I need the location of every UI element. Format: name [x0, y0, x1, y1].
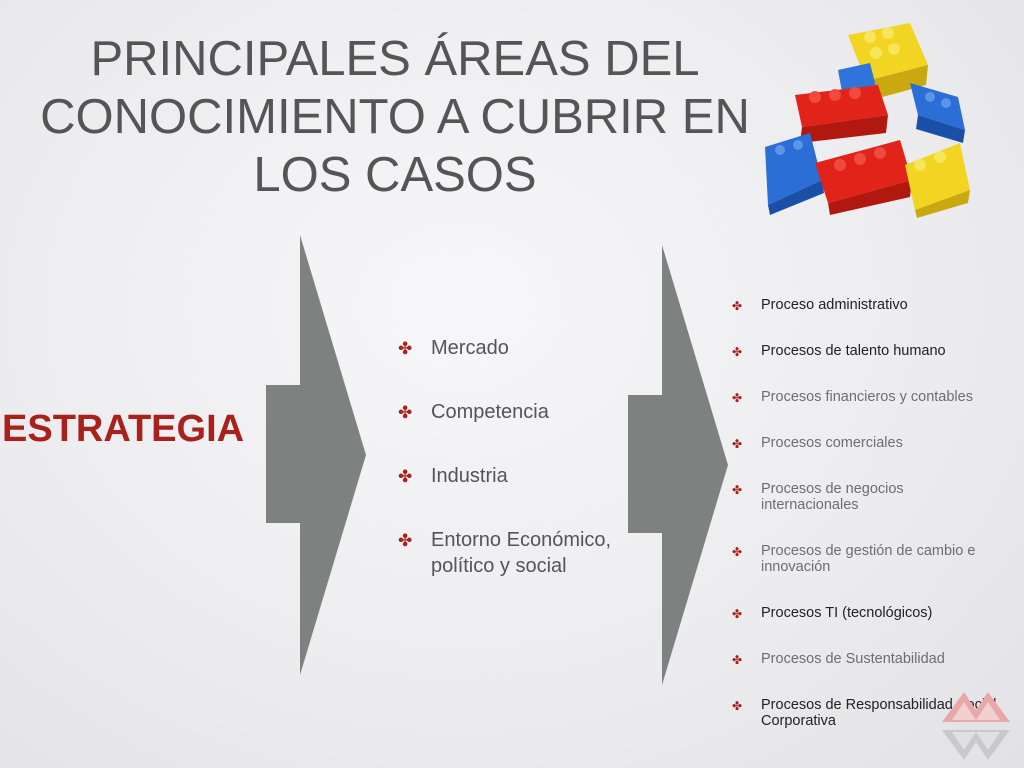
market-factors-list: ✤ Mercado ✤ Competencia ✤ Industria ✤ Entorn…	[398, 335, 618, 617]
list-item-text: Procesos de gestión de cambio e innovaci…	[761, 543, 976, 575]
strategy-label: ESTRATEGIA	[2, 408, 245, 450]
list-item: ✤ Proceso administrativo	[732, 297, 1004, 313]
list-item: ✤ Procesos de negocios internacionales	[732, 481, 1004, 513]
arrow-shape	[628, 245, 728, 685]
bullet-icon: ✤	[732, 345, 743, 359]
list-item: ✤ Mercado	[398, 335, 618, 361]
list-item: ✤ Procesos de gestión de cambio e innovac…	[732, 543, 1004, 575]
bullet-icon: ✤	[732, 437, 743, 451]
bullet-icon: ✤	[398, 531, 413, 550]
list-item-text: Procesos de talento humano	[761, 343, 946, 359]
list-item-text: Procesos TI (tecnológicos)	[761, 605, 933, 621]
yellow-brick	[905, 143, 970, 218]
red-brick	[815, 140, 912, 215]
list-item-text: Procesos de Responsabilidad Social Corpo…	[761, 697, 997, 729]
list-item-text: Procesos comerciales	[761, 435, 903, 451]
bullet-icon: ✤	[398, 339, 413, 358]
list-item: ✤ Industria	[398, 463, 618, 489]
list-item: ✤ Procesos TI (tecnológicos)	[732, 605, 1004, 621]
list-item: ✤ Procesos financieros y contables	[732, 389, 1004, 405]
process-areas-list: ✤ Proceso administrativo ✤ Procesos de tal…	[732, 297, 1004, 729]
title-line: LOS CASOS	[253, 148, 537, 202]
bullet-icon: ✤	[732, 483, 743, 497]
list-item-text: Procesos de Sustentabilidad	[761, 651, 945, 667]
list-item-text: Proceso administrativo	[761, 297, 908, 313]
bullet-icon: ✤	[732, 299, 743, 313]
bullet-icon: ✤	[398, 403, 413, 422]
list-item-text: Competencia	[431, 401, 549, 423]
list-item: ✤ Procesos de Responsabilidad Social Corp…	[732, 697, 1004, 729]
corner-logo	[942, 692, 1010, 760]
list-item-text: Entorno Económico, político y social	[431, 529, 612, 577]
list-item-text: Mercado	[431, 337, 509, 359]
bullet-icon: ✤	[398, 467, 413, 486]
bullet-icon: ✤	[732, 653, 743, 667]
list-item: ✤ Entorno Económico, político y social	[398, 527, 618, 579]
bullet-icon: ✤	[732, 607, 743, 621]
list-item-text: Industria	[431, 465, 508, 487]
list-item: ✤ Competencia	[398, 399, 618, 425]
title-line: PRINCIPALES ÁREAS DEL	[90, 32, 700, 86]
lego-bricks-image	[765, 23, 970, 218]
red-brick	[795, 85, 888, 143]
bullet-icon: ✤	[732, 545, 743, 559]
blue-brick	[765, 133, 824, 215]
list-item-text: Procesos financieros y contables	[761, 389, 973, 405]
list-item: ✤ Procesos comerciales	[732, 435, 1004, 451]
list-item-text: Procesos de negocios internacionales	[761, 481, 904, 513]
bullet-icon: ✤	[732, 391, 743, 405]
list-item: ✤ Procesos de talento humano	[732, 343, 1004, 359]
list-item: ✤ Procesos de Sustentabilidad	[732, 651, 1004, 667]
arrow-shape	[266, 235, 366, 675]
bullet-icon: ✤	[732, 699, 743, 713]
slide-title: PRINCIPALES ÁREAS DEL CONOCIMIENTO A CUB…	[20, 30, 770, 204]
title-line: CONOCIMIENTO A CUBRIR EN	[40, 90, 750, 144]
